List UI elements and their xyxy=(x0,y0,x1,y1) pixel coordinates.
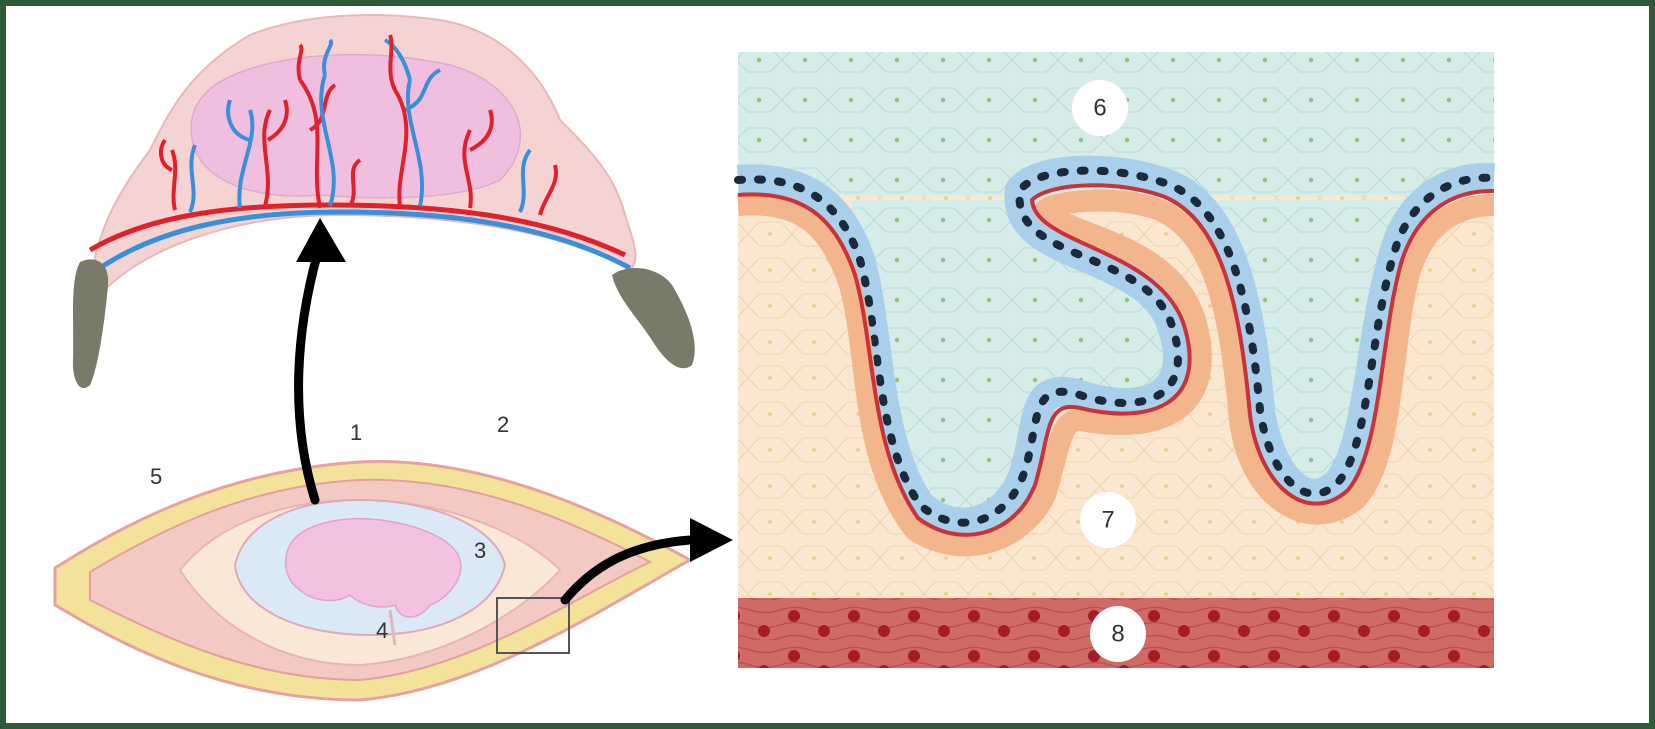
label-1: 1 xyxy=(350,420,362,445)
label-5: 5 xyxy=(150,464,162,489)
label-8: 8 xyxy=(1111,621,1124,648)
tissue-histology: 6 7 8 xyxy=(738,52,1494,668)
label-4: 4 xyxy=(376,618,388,643)
label-6: 6 xyxy=(1093,95,1106,122)
label-7: 7 xyxy=(1101,507,1114,534)
uterus-cross-section: 1 2 3 4 5 xyxy=(55,412,690,700)
curved-arrow-icon xyxy=(296,218,346,500)
label-3: 3 xyxy=(474,538,486,563)
label-2: 2 xyxy=(497,412,509,437)
allantochorion-illustration xyxy=(73,15,695,388)
